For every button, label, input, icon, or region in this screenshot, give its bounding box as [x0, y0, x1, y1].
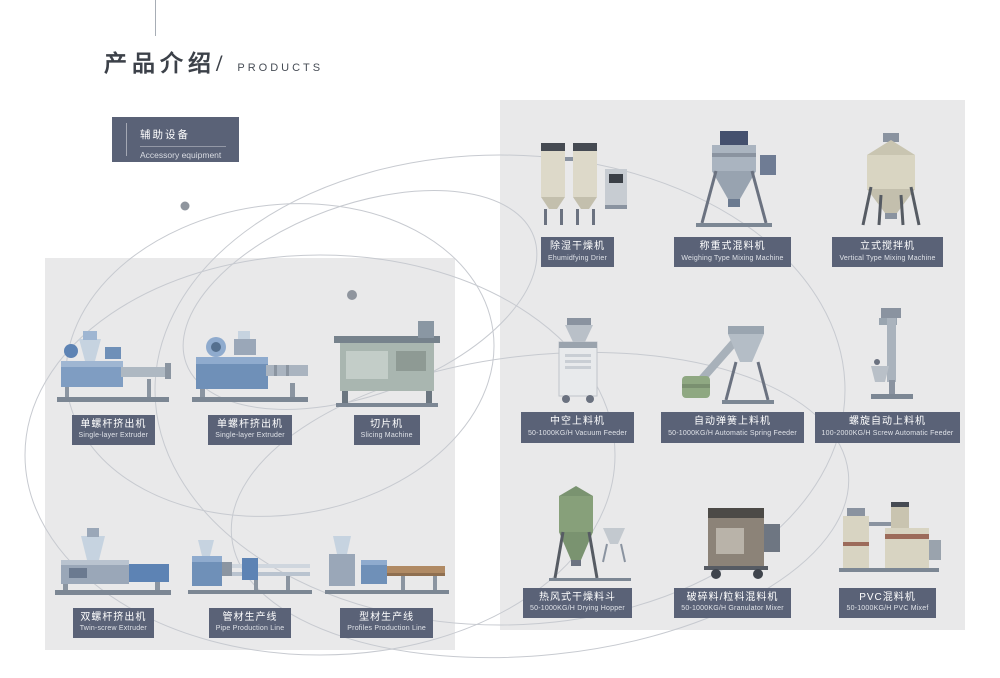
product-name-cn: 立式搅拌机 [860, 241, 915, 253]
product-item-vacuum-feeder: 中空上料机 50-1000KG/H Vacuum Feeder [500, 279, 655, 454]
product-label: 中空上料机 50-1000KG/H Vacuum Feeder [520, 412, 635, 443]
product-name-cn: 型材生产线 [359, 611, 415, 623]
product-item-screw-automatic-feeder: 螺旋自动上料机 100-2000KG/H Screw Automatic Fee… [810, 279, 965, 454]
product-name-en: 50-1000KG/H Automatic Spring Feeder [668, 429, 797, 437]
product-name-cn: 螺旋自动上料机 [849, 416, 926, 428]
machine-image-single-layer-extruder-2 [186, 264, 314, 409]
product-item-twin-screw-extruder: 双螺杆挤出机 Twin-screw Extruder [45, 457, 182, 650]
category-badge-divider [140, 146, 226, 147]
machine-image-single-layer-extruder-1 [49, 264, 177, 409]
product-label: 除湿干燥机 Ehumidfying Drier [540, 237, 615, 268]
machine-image-pipe-production-line [184, 457, 316, 602]
product-label: PVC混料机 50-1000KG/H PVC Mixef [839, 587, 936, 618]
left-products-grid: 单螺杆挤出机 Single-layer Extruder [45, 258, 455, 650]
product-item-single-layer-extruder-2: 单螺杆挤出机 Single-layer Extruder [182, 264, 319, 457]
page-title-cn: 产品介绍/ [104, 51, 228, 76]
product-item-pvc-mixer: PVC混料机 50-1000KG/H PVC Mixef [810, 455, 965, 630]
product-label: 单螺杆挤出机 Single-layer Extruder [71, 414, 156, 445]
category-badge: 辅助设备 Accessory equipment [112, 117, 239, 162]
category-badge-inner: 辅助设备 Accessory equipment [126, 123, 226, 160]
product-label: 称重式混料机 Weighing Type Mixing Machine [674, 237, 791, 268]
product-name-en: Ehumidfying Drier [547, 254, 608, 262]
product-label: 破碎料/粒料混料机 50-1000KG/H Granulator Mixer [674, 587, 791, 618]
product-label: 立式搅拌机 Vertical Type Mixing Machine [832, 237, 943, 268]
product-name-en: Vertical Type Mixing Machine [839, 254, 936, 262]
product-label: 切片机 Slicing Machine [353, 414, 420, 445]
category-badge-en: Accessory equipment [140, 150, 222, 160]
product-name-cn: 热风式干燥料斗 [538, 591, 616, 603]
product-item-profiles-production-line: 型材生产线 Profiles Production Line [318, 457, 455, 650]
page-title: 产品介绍/ PRODUCTS [104, 44, 323, 78]
machine-image-weighing-type-mixing-machine [674, 104, 792, 231]
product-name-en: Twin-screw Extruder [79, 625, 147, 633]
product-item-granulator-mixer: 破碎料/粒料混料机 50-1000KG/H Granulator Mixer [655, 455, 810, 630]
product-name-en: Profiles Production Line [347, 625, 427, 633]
product-item-pipe-production-line: 管材生产线 Pipe Production Line [182, 457, 319, 650]
product-name-en: Single-layer Extruder [78, 432, 149, 440]
product-label: 单螺杆挤出机 Single-layer Extruder [208, 414, 292, 445]
product-name-en: Slicing Machine [360, 432, 413, 440]
top-divider-line [155, 0, 156, 36]
right-products-grid: 除湿干燥机 Ehumidfying Drier 称重式混 [500, 100, 965, 630]
product-label: 自动弹簧上料机 50-1000KG/H Automatic Spring Fee… [661, 412, 804, 443]
machine-image-drying-hopper [519, 455, 637, 582]
product-name-en: 50-1000KG/H PVC Mixef [846, 605, 929, 613]
page-title-en: PRODUCTS [237, 62, 324, 74]
product-name-en: 50-1000KG/H Vacuum Feeder [527, 429, 628, 437]
product-name-cn: 中空上料机 [549, 416, 605, 428]
product-name-cn: 自动弹簧上料机 [693, 416, 771, 428]
machine-image-twin-screw-extruder [49, 457, 177, 602]
product-item-weighing-type-mixing-machine: 称重式混料机 Weighing Type Mixing Machine [655, 104, 810, 279]
product-item-slicing-machine: 切片机 Slicing Machine [318, 264, 455, 457]
product-name-en: Weighing Type Mixing Machine [681, 254, 784, 262]
machine-image-automatic-spring-feeder [674, 279, 792, 406]
product-label: 型材生产线 Profiles Production Line [340, 607, 434, 638]
product-name-en: 50-1000KG/H Granulator Mixer [681, 605, 784, 613]
product-name-cn: 单螺杆挤出机 [216, 418, 283, 430]
product-label: 管材生产线 Pipe Production Line [208, 607, 292, 638]
machine-image-vertical-type-mixing-machine [829, 104, 947, 231]
product-name-cn: 单螺杆挤出机 [80, 418, 147, 430]
product-label: 双螺杆挤出机 Twin-screw Extruder [72, 607, 154, 638]
product-name-cn: 除湿干燥机 [550, 241, 605, 253]
product-name-en: Pipe Production Line [215, 625, 285, 633]
product-name-en: 100-2000KG/H Screw Automatic Feeder [821, 429, 954, 437]
product-name-cn: 管材生产线 [222, 611, 278, 623]
product-item-single-layer-extruder-1: 单螺杆挤出机 Single-layer Extruder [45, 264, 182, 457]
machine-image-profiles-production-line [321, 457, 453, 602]
product-name-en: Single-layer Extruder [215, 432, 285, 440]
product-name-cn: 切片机 [370, 418, 404, 430]
product-item-dehumidifying-drier: 除湿干燥机 Ehumidfying Drier [500, 104, 655, 279]
category-badge-cn: 辅助设备 [140, 129, 190, 141]
product-name-cn: 破碎料/粒料混料机 [686, 591, 779, 603]
product-name-cn: PVC混料机 [859, 591, 916, 603]
machine-image-granulator-mixer [674, 455, 792, 582]
product-item-automatic-spring-feeder: 自动弹簧上料机 50-1000KG/H Automatic Spring Fee… [655, 279, 810, 454]
product-label: 螺旋自动上料机 100-2000KG/H Screw Automatic Fee… [814, 412, 961, 443]
machine-image-pvc-mixer [827, 455, 949, 582]
product-label: 热风式干燥料斗 50-1000KG/H Drying Hopper [523, 587, 632, 618]
orbit-dot [180, 201, 190, 211]
machine-image-slicing-machine [322, 264, 452, 409]
machine-image-vacuum-feeder [519, 279, 637, 406]
machine-image-dehumidifying-drier [519, 104, 637, 231]
product-item-vertical-type-mixing-machine: 立式搅拌机 Vertical Type Mixing Machine [810, 104, 965, 279]
product-name-cn: 称重式混料机 [699, 241, 766, 253]
machine-image-screw-automatic-feeder [829, 279, 947, 406]
product-name-en: 50-1000KG/H Drying Hopper [530, 605, 625, 613]
product-name-cn: 双螺杆挤出机 [80, 611, 147, 623]
product-item-drying-hopper: 热风式干燥料斗 50-1000KG/H Drying Hopper [500, 455, 655, 630]
